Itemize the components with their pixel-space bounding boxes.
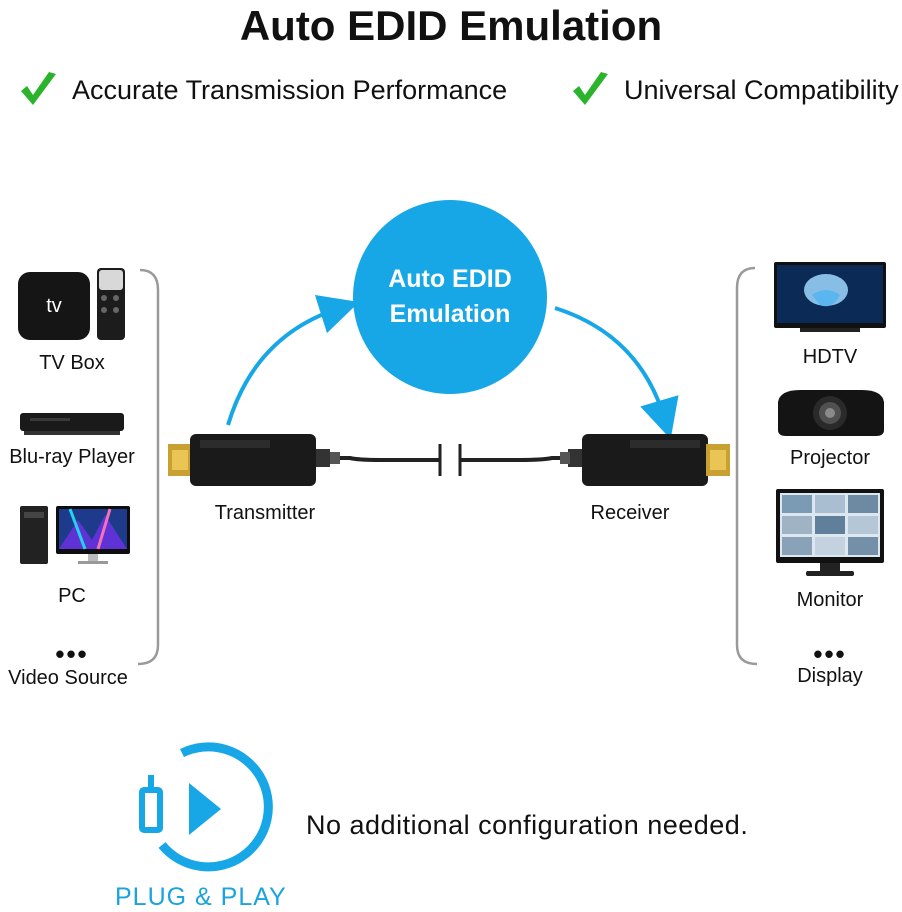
blu-ray-player-icon: [20, 413, 124, 435]
feature-universal-compatibility: Universal Compatibility: [570, 70, 899, 110]
receiver-label: Receiver: [590, 502, 670, 524]
checkmark-icon: [573, 72, 608, 105]
display-bracket: [735, 266, 758, 666]
feature-label: Universal Compatibility: [624, 74, 899, 105]
source-group-label: Video Source: [8, 667, 128, 689]
feature-label: Accurate Transmission Performance: [72, 74, 508, 105]
tv-box-icon: [18, 268, 125, 340]
tv-logo-text: tv: [46, 295, 62, 317]
transmitter-device: [168, 434, 316, 486]
network-cable: [314, 444, 584, 476]
arrow-to-badge: [226, 295, 360, 426]
display-label-hdtv: HDTV: [802, 346, 858, 368]
pc-icon: [20, 506, 130, 564]
display-group-label: Display: [797, 665, 863, 687]
projector-icon: [778, 390, 884, 436]
transmitter-label: Transmitter: [214, 502, 316, 524]
auto-edid-badge: Auto EDID Emulation: [353, 200, 547, 394]
plug-and-play-label: PLUG & PLAY: [115, 883, 287, 911]
source-label-blu-ray: Blu-ray Player: [9, 446, 135, 468]
plug-and-play-icon: [139, 742, 273, 872]
badge-line-2: Emulation: [389, 300, 511, 328]
receiver-device: [582, 434, 730, 486]
source-ellipsis: •••: [55, 639, 89, 669]
arrow-from-badge: [554, 306, 679, 440]
source-label-tv-box: TV Box: [39, 352, 105, 374]
source-label-pc: PC: [58, 585, 86, 607]
monitor-icon: [776, 489, 884, 576]
no-configuration-note: No additional configuration needed.: [306, 810, 749, 840]
display-label-monitor: Monitor: [796, 589, 864, 611]
hdtv-icon: [774, 262, 886, 332]
feature-accurate-transmission: Accurate Transmission Performance: [18, 70, 507, 110]
checkmark-icon: [21, 72, 56, 105]
page-title: Auto EDID Emulation: [239, 2, 663, 49]
badge-line-1: Auto EDID: [388, 265, 512, 293]
display-label-projector: Projector: [789, 447, 871, 469]
display-ellipsis: •••: [813, 639, 847, 669]
source-bracket: [137, 268, 160, 666]
